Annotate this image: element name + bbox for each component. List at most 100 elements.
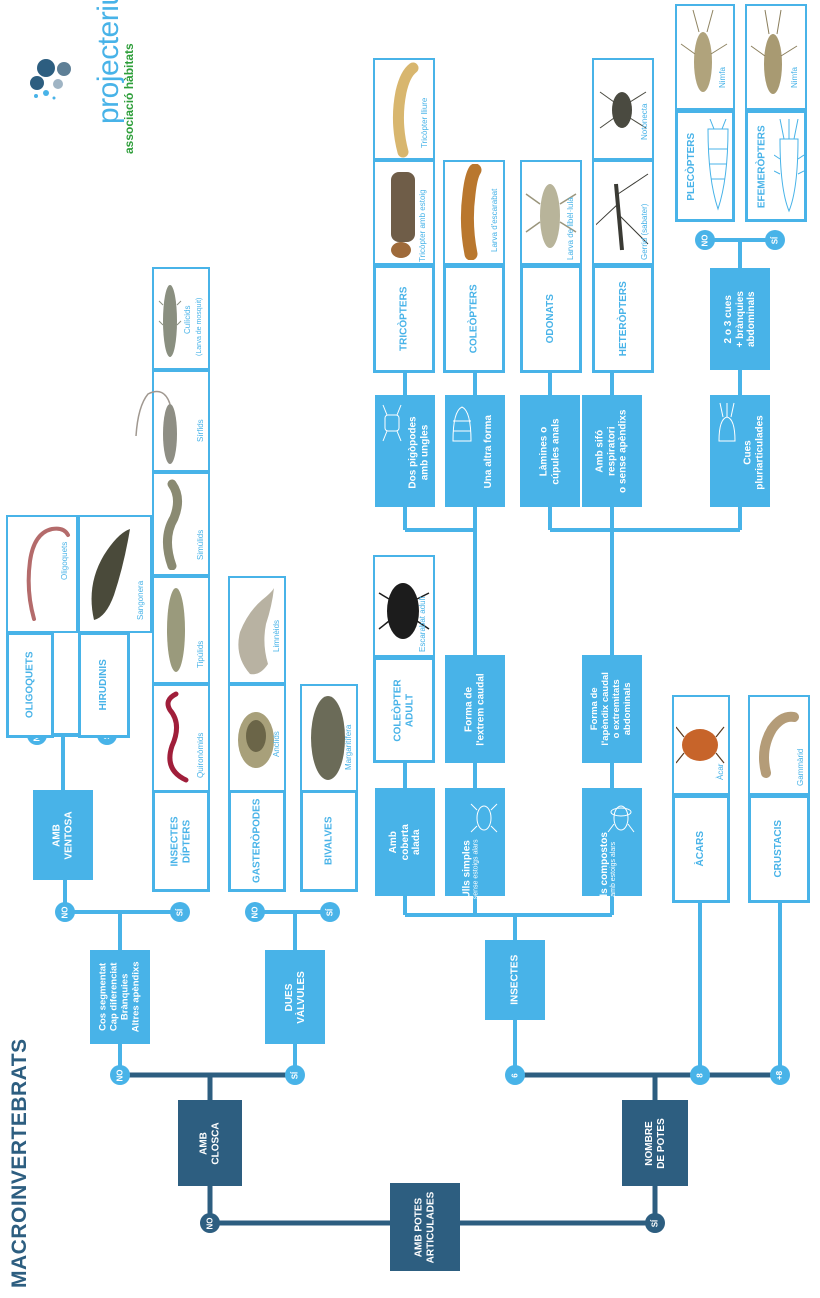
node-nombre-de-potes: NOMBRE DE POTES bbox=[622, 1100, 688, 1186]
pigopodes-icon bbox=[382, 404, 402, 442]
photo-frame-gerrid bbox=[592, 160, 654, 265]
group-acars: ÀCARS bbox=[672, 795, 730, 903]
photo-frame-notonecta bbox=[592, 58, 654, 160]
larva-escarabat-icon bbox=[460, 164, 482, 260]
tricopter-lliure-icon bbox=[392, 62, 419, 158]
label-sirfids: Sírfids bbox=[196, 419, 205, 442]
node-forma-extrem-caudal: Forma de l'extrem caudal bbox=[445, 655, 505, 763]
label-escarabat-adult: Escarabat adult bbox=[418, 596, 427, 652]
photo-frame-gammarid bbox=[748, 695, 810, 795]
photo-frame-tricopter-estoig bbox=[373, 160, 435, 265]
group-tricopters: TRICÒPTERS bbox=[373, 265, 435, 373]
label-gammarid: Gammàrid bbox=[796, 748, 805, 786]
label-tipulids: Tipúlids bbox=[196, 640, 205, 668]
group-heteropters: HETERÒPTERS bbox=[592, 265, 654, 373]
node-amb-coberta-alada: Amb coberta alada bbox=[375, 788, 435, 896]
node-dues-valvules: DUES VÀLVULES bbox=[265, 950, 325, 1044]
label-larva-libellula: Larva de libèl·lula bbox=[566, 197, 575, 260]
photo-frame-anclids bbox=[228, 684, 286, 792]
node-cues-branquies: 2 o 3 cues + brànquies abdominals bbox=[710, 268, 770, 370]
tipulid-larva-icon bbox=[167, 588, 185, 672]
label-acar: Àcar bbox=[716, 763, 725, 780]
simulid-larva-icon bbox=[163, 479, 182, 570]
photo-frame-quironomids bbox=[152, 684, 210, 792]
group-crustacis: CRUSTACIS bbox=[748, 795, 810, 903]
node-cos-segmentat: Cos segmentat Cap diferenciat Brànquies … bbox=[90, 950, 150, 1044]
altra-forma-icon bbox=[452, 406, 472, 442]
answer-si-valvules: SÍ bbox=[285, 1065, 305, 1085]
escarabat-adult-icon bbox=[378, 583, 430, 639]
node-lamines-cupules: Làmines o cúpules anals bbox=[520, 395, 580, 507]
label-sangonera: Sangonera bbox=[136, 580, 145, 620]
photo-frame-sirfids bbox=[135, 370, 210, 472]
label-culicids-sub: (Larva de mosquit) bbox=[196, 297, 203, 356]
ulls-simples-label: Ulls simples bbox=[461, 839, 473, 899]
answer-no-plecopters: NO bbox=[695, 230, 715, 250]
label-tricopter-lliure: Tricòpter lliure bbox=[420, 97, 429, 148]
ulls-simples-icon bbox=[470, 803, 498, 833]
group-bivalves: BIVALVES bbox=[300, 790, 358, 892]
anclid-shell-icon bbox=[238, 712, 274, 768]
dots-logo-icon bbox=[30, 59, 71, 100]
tricopter-estoig-icon bbox=[391, 172, 415, 258]
ulls-compostos-sublabel: amb estoigs alars bbox=[609, 841, 617, 897]
cues-icon bbox=[718, 402, 736, 442]
photo-frame-larva-escarabat bbox=[443, 160, 505, 265]
margaritifera-shell-icon bbox=[311, 696, 345, 780]
label-nimfa-plecopter: Nimfa bbox=[718, 67, 727, 88]
group-hirudinis: HIRUDINIS bbox=[78, 632, 130, 738]
label-simulids: Simúlids bbox=[196, 529, 205, 560]
node-amb-ventosa: AMB VENTOSA bbox=[33, 790, 93, 880]
culicid-larva-icon bbox=[158, 285, 182, 357]
node-ulls-simples: Ulls simples sense estoigs alars bbox=[445, 788, 505, 899]
answer-no-gasteropodes: NO bbox=[245, 902, 265, 922]
label-tricopter-estoig: Tricòpter amb estoig bbox=[418, 189, 427, 262]
nimfa-plecopter-icon bbox=[680, 9, 728, 92]
photo-frame-nimfa-efemeropter bbox=[745, 4, 807, 110]
label-culicids: Culícids bbox=[183, 305, 192, 334]
sirfid-larva-icon bbox=[135, 390, 177, 464]
efemeropter-drawing-icon bbox=[774, 119, 804, 213]
group-gasteropodes: GASTERÒPODES bbox=[228, 790, 286, 892]
node-una-altra-forma: Una altra forma bbox=[445, 395, 505, 507]
node-dos-pigopodes: Dos pigòpodes amb ungles bbox=[375, 395, 435, 507]
node-forma-apendix-caudal: Forma de l'apèndix caudal o extremitats … bbox=[582, 655, 642, 763]
answer-eight-legs: 8 bbox=[690, 1065, 710, 1085]
photo-frame-larva-libellula bbox=[520, 160, 582, 265]
photo-frame-limneids bbox=[228, 576, 286, 684]
label-larva-escarabat: Larva d'escarabat bbox=[490, 188, 499, 252]
notonecta-icon bbox=[599, 91, 647, 129]
answer-no-ventosa: NO bbox=[55, 902, 75, 922]
label-oligoquets: Oligoquets bbox=[60, 541, 69, 580]
answer-si-potes: SÍ bbox=[645, 1213, 665, 1233]
label-nimfa-efemeropter: Nimfa bbox=[790, 67, 799, 88]
answer-no-segmentat: NO bbox=[110, 1065, 130, 1085]
plecopter-drawing-icon bbox=[707, 119, 729, 211]
gammarid-icon bbox=[759, 711, 799, 778]
photo-frame-tipulids bbox=[152, 576, 210, 684]
answer-no-closca: NO bbox=[200, 1213, 220, 1233]
ulls-compostos-label: Ulls compostos bbox=[598, 831, 610, 907]
photo-frame-oligoquets bbox=[6, 515, 78, 633]
group-oligoquets: OLIGOQUETS bbox=[6, 632, 54, 738]
brand-name: projecterius bbox=[92, 0, 125, 124]
org-name: associació hàbitats bbox=[122, 43, 136, 154]
ulls-compostos-icon bbox=[607, 805, 635, 833]
photo-frame-margaritifera bbox=[300, 684, 358, 792]
label-anclids: Anclids bbox=[272, 731, 281, 757]
logo: projecterius associació hàbitats bbox=[24, 0, 154, 154]
oligoquet-worm-icon bbox=[26, 526, 70, 621]
group-coleopters: COLEÒPTERS bbox=[443, 265, 505, 373]
acar-icon bbox=[676, 726, 725, 764]
larva-libellula-icon bbox=[525, 184, 577, 248]
group-efemeropters: EFEMERÒPTERS bbox=[745, 110, 807, 222]
label-gerrid: Gerrid (sabater) bbox=[640, 203, 649, 260]
photo-frame-tricopter-lliure bbox=[373, 58, 435, 160]
nimfa-efemeropter-icon bbox=[750, 9, 798, 94]
answer-si-bivalves: SÍ bbox=[320, 902, 340, 922]
node-insectes: INSECTES bbox=[485, 940, 545, 1020]
quironomid-larva-icon bbox=[165, 691, 189, 783]
node-amb-potes-articulades: AMB POTES ARTICULADES bbox=[390, 1183, 460, 1271]
ulls-simples-sublabel: sense estoigs alars bbox=[472, 839, 480, 899]
answer-si-efemeropters: SÍ bbox=[765, 230, 785, 250]
